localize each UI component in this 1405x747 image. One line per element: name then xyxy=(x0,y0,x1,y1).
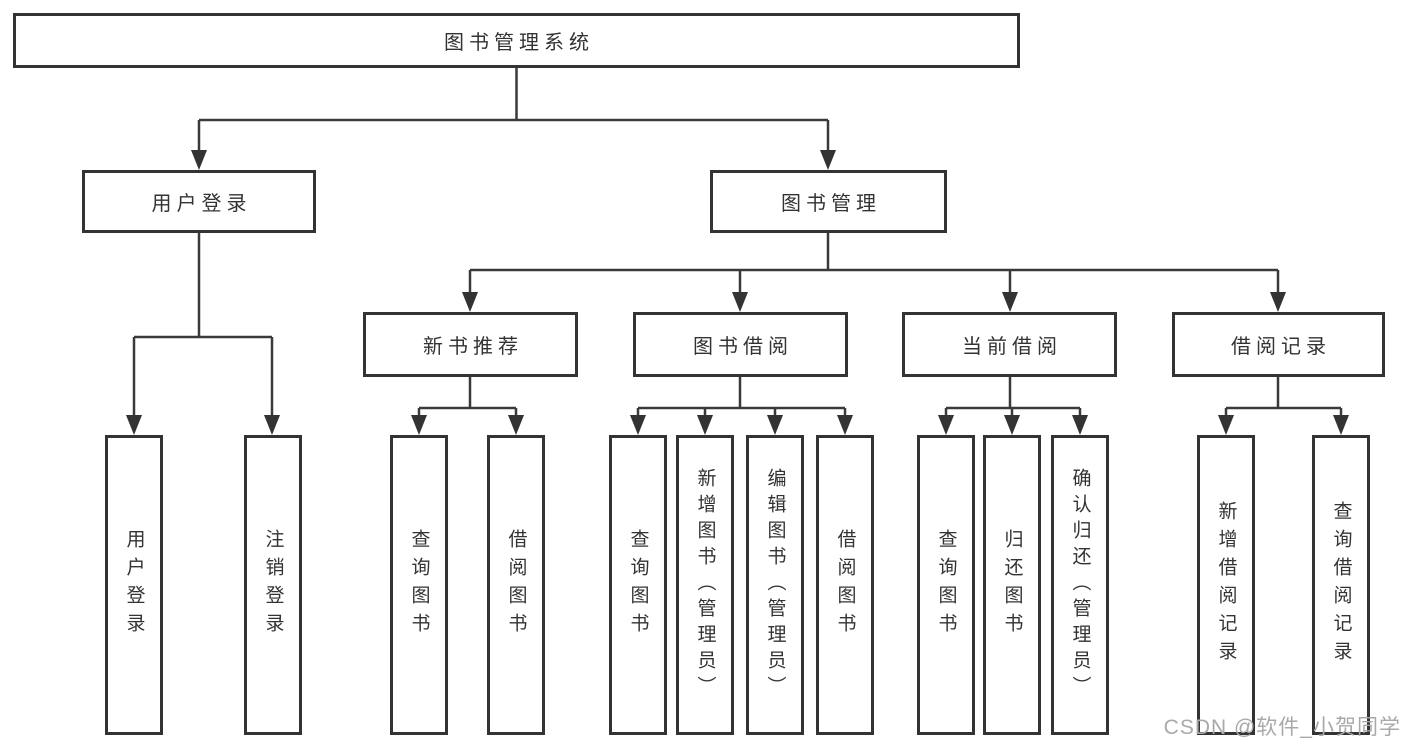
leaf-query-books-1-label: 查询图书 xyxy=(408,529,430,641)
leaf-user-login: 用户登录 xyxy=(105,435,163,735)
arrowhead-down-icon xyxy=(191,150,207,170)
arrowhead-down-icon xyxy=(1218,415,1234,435)
connector-borrow-records-children xyxy=(1218,377,1349,435)
node-book-borrowing: 图书借阅 xyxy=(633,312,848,377)
connector-current-borrow-children xyxy=(938,377,1088,435)
leaf-logout-label: 注销登录 xyxy=(262,529,284,641)
arrowhead-down-icon xyxy=(411,415,427,435)
csdn-watermark: CSDN @软件_小贺同学 xyxy=(1163,716,1401,739)
node-root-library-system: 图书管理系统 xyxy=(13,13,1020,68)
leaf-edit-books-admin-label: 编辑图书（管理员） xyxy=(764,468,786,702)
arrowhead-down-icon xyxy=(1002,292,1018,312)
connector-root-to-level2 xyxy=(191,68,836,170)
leaf-borrow-books-2-label: 借阅图书 xyxy=(834,529,856,641)
leaf-query-books-2: 查询图书 xyxy=(609,435,667,735)
arrowhead-down-icon xyxy=(697,415,713,435)
arrowhead-down-icon xyxy=(1072,415,1088,435)
leaf-add-books-admin: 新增图书（管理员） xyxy=(676,435,734,735)
leaf-confirm-return-admin-label: 确认归还（管理员） xyxy=(1069,468,1091,702)
node-root-library-system-label: 图书管理系统 xyxy=(444,32,594,54)
leaf-query-books-1: 查询图书 xyxy=(390,435,448,735)
node-book-borrowing-label: 图书借阅 xyxy=(693,336,793,358)
leaf-borrow-books-2: 借阅图书 xyxy=(816,435,874,735)
arrowhead-down-icon xyxy=(1004,415,1020,435)
node-current-borrowing: 当前借阅 xyxy=(902,312,1117,377)
leaf-query-books-2-label: 查询图书 xyxy=(627,529,649,641)
node-book-management-label: 图书管理 xyxy=(781,193,881,215)
leaf-edit-books-admin: 编辑图书（管理员） xyxy=(746,435,804,735)
leaf-add-borrow-record-label: 新增借阅记录 xyxy=(1215,501,1237,669)
arrowhead-down-icon xyxy=(126,415,142,435)
arrowhead-down-icon xyxy=(837,415,853,435)
leaf-add-books-admin-label: 新增图书（管理员） xyxy=(694,468,716,702)
arrowhead-down-icon xyxy=(462,292,478,312)
connector-user-login-children xyxy=(126,233,280,435)
connector-book-borrow-children xyxy=(630,377,853,435)
node-new-book-recommend-label: 新书推荐 xyxy=(423,336,523,358)
node-user-login: 用户登录 xyxy=(82,170,316,233)
arrowhead-down-icon xyxy=(630,415,646,435)
leaf-query-books-3: 查询图书 xyxy=(917,435,975,735)
arrowhead-down-icon xyxy=(938,415,954,435)
arrowhead-down-icon xyxy=(264,415,280,435)
node-new-book-recommend: 新书推荐 xyxy=(363,312,578,377)
arrowhead-down-icon xyxy=(732,292,748,312)
leaf-confirm-return-admin: 确认归还（管理员） xyxy=(1051,435,1109,735)
arrowhead-down-icon xyxy=(508,415,524,435)
leaf-query-borrow-record-label: 查询借阅记录 xyxy=(1330,501,1352,669)
leaf-return-books-label: 归还图书 xyxy=(1001,529,1023,641)
leaf-query-borrow-record: 查询借阅记录 xyxy=(1312,435,1370,735)
leaf-borrow-books-1: 借阅图书 xyxy=(487,435,545,735)
arrowhead-down-icon xyxy=(820,150,836,170)
leaf-query-books-3-label: 查询图书 xyxy=(935,529,957,641)
node-book-management: 图书管理 xyxy=(710,170,947,233)
node-borrowing-records-label: 借阅记录 xyxy=(1231,336,1331,358)
leaf-user-login-label: 用户登录 xyxy=(123,529,145,641)
connector-new-book-rec-children xyxy=(411,377,524,435)
node-borrowing-records: 借阅记录 xyxy=(1172,312,1385,377)
connector-book-mgmt-to-level3 xyxy=(462,233,1286,312)
node-user-login-label: 用户登录 xyxy=(151,193,252,215)
arrowhead-down-icon xyxy=(1333,415,1349,435)
node-current-borrowing-label: 当前借阅 xyxy=(962,336,1062,358)
leaf-logout: 注销登录 xyxy=(244,435,302,735)
leaf-borrow-books-1-label: 借阅图书 xyxy=(505,529,527,641)
leaf-return-books: 归还图书 xyxy=(983,435,1041,735)
arrowhead-down-icon xyxy=(1270,292,1286,312)
arrowhead-down-icon xyxy=(767,415,783,435)
leaf-add-borrow-record: 新增借阅记录 xyxy=(1197,435,1255,735)
